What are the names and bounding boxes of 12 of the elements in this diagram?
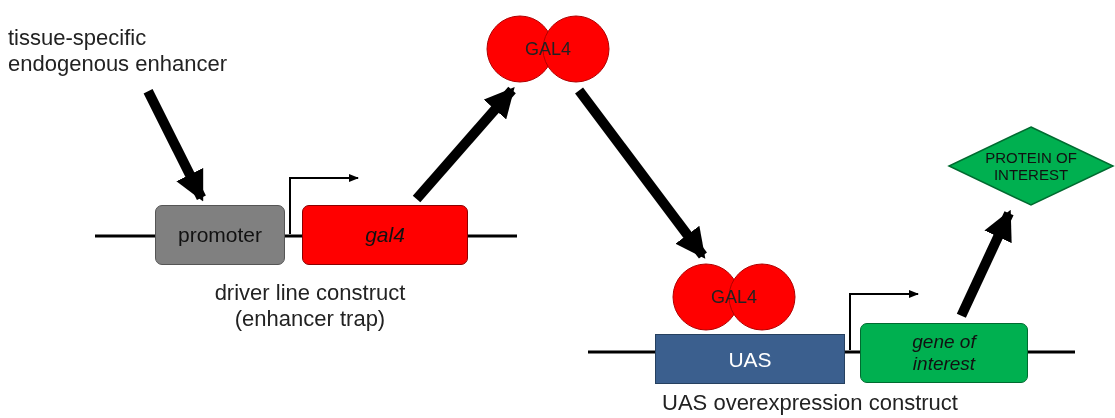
arrow [575, 87, 707, 259]
gene-box: gal4 [302, 205, 468, 265]
promoter-box: promoter [155, 205, 285, 265]
uas-box: UAS [655, 334, 845, 384]
construct-caption: UAS overexpression construct [661, 390, 959, 416]
gene-box: gene of interest [860, 323, 1028, 383]
arrow [143, 88, 206, 202]
arrow [956, 209, 1014, 318]
arrow [412, 86, 516, 203]
construct-caption: driver line construct (enhancer trap) [213, 280, 407, 332]
annotation-text: tissue-specific endogenous enhancer [8, 18, 248, 84]
protein-diamond: PROTEIN OF INTEREST [948, 126, 1114, 206]
